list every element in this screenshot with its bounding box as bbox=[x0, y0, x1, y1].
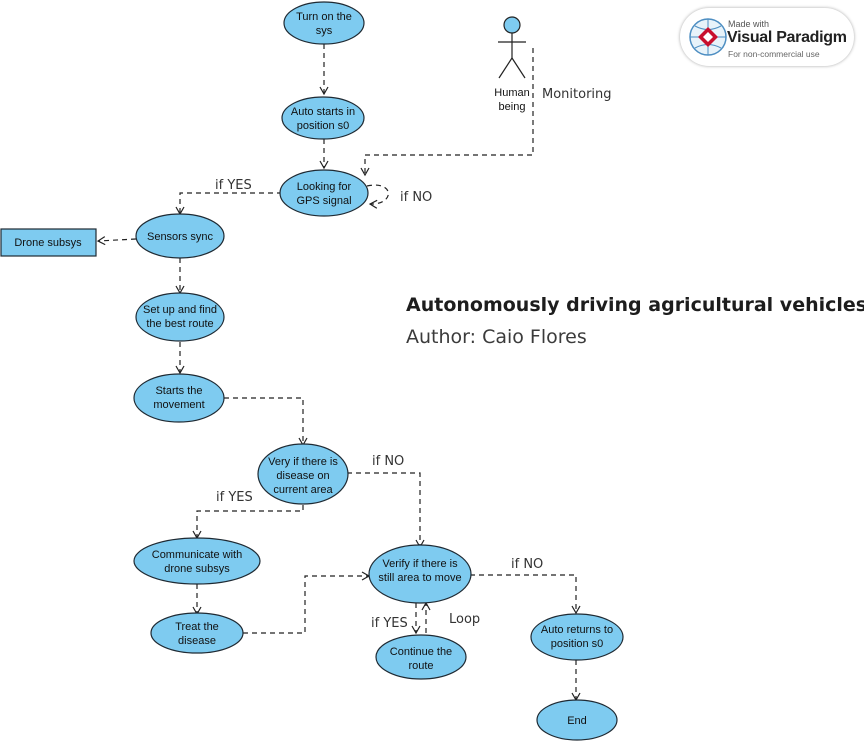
node-auto-start-line1: Auto starts in bbox=[291, 106, 355, 118]
node-end-label: End bbox=[567, 715, 587, 727]
node-disease-check-line2: disease on bbox=[276, 470, 329, 482]
label-monitoring: Monitoring bbox=[542, 87, 612, 102]
node-turn-on[interactable]: Turn on the sys bbox=[283, 1, 365, 45]
node-continue-line1: Continue the bbox=[390, 646, 452, 658]
node-return-line1: Auto returns to bbox=[541, 624, 613, 636]
edge-sensors-drone bbox=[96, 236, 137, 246]
badge-brand: Visual Paradigm bbox=[727, 29, 847, 46]
edge-area-return bbox=[470, 574, 581, 615]
node-communicate-line1: Communicate with bbox=[152, 549, 242, 561]
node-return-line2: position s0 bbox=[551, 638, 604, 650]
label-gps-yes: if YES bbox=[215, 178, 252, 193]
edge-disease-area bbox=[347, 472, 425, 549]
edge-labels: Monitoring if YES if NO if NO if YES if … bbox=[215, 87, 612, 631]
label-gps-no: if NO bbox=[400, 190, 432, 205]
node-auto-start-line2: position s0 bbox=[297, 120, 350, 132]
node-disease-check-line3: current area bbox=[273, 484, 333, 496]
node-area-check[interactable]: Verify if there is still area to move bbox=[368, 544, 472, 604]
node-continue[interactable]: Continue the route bbox=[375, 634, 467, 680]
node-communicate[interactable]: Communicate with drone subsys bbox=[133, 537, 261, 585]
node-drone-subsys-label: Drone subsys bbox=[14, 237, 82, 249]
node-sensors[interactable]: Sensors sync bbox=[135, 213, 225, 259]
node-movement-line1: Starts the bbox=[155, 385, 202, 397]
node-sensors-line1: Sensors sync bbox=[147, 231, 214, 243]
node-gps[interactable]: Looking for GPS signal bbox=[279, 169, 369, 217]
diagram-author: Author: Caio Flores bbox=[406, 326, 587, 348]
label-loop: Loop bbox=[449, 612, 480, 627]
badge-note: For non-commercial use bbox=[728, 49, 820, 59]
badge-made-with: Made with bbox=[728, 19, 770, 29]
node-drone-subsys[interactable]: Drone subsys bbox=[0, 228, 97, 257]
edge-gps-sensors bbox=[175, 192, 282, 216]
actor-head-icon bbox=[503, 16, 521, 34]
edge-disease-communicate bbox=[192, 505, 304, 540]
edges bbox=[96, 44, 581, 702]
human-actor[interactable]: Human being bbox=[494, 16, 530, 113]
label-disease-no: if NO bbox=[372, 454, 404, 469]
edge-treat-area bbox=[243, 571, 371, 634]
node-turn-on-line2: sys bbox=[316, 25, 333, 37]
node-route[interactable]: Set up and find the best route bbox=[135, 292, 225, 342]
edge-human-gps bbox=[360, 48, 534, 177]
node-return[interactable]: Auto returns to position s0 bbox=[530, 613, 624, 661]
node-area-check-line2: still area to move bbox=[378, 572, 461, 584]
node-end[interactable]: End bbox=[536, 699, 618, 741]
node-communicate-line2: drone subsys bbox=[164, 563, 230, 575]
node-gps-line2: GPS signal bbox=[296, 195, 351, 207]
label-area-yes: if YES bbox=[371, 616, 408, 631]
node-route-line2: the best route bbox=[146, 318, 213, 330]
node-area-check-line1: Verify if there is bbox=[382, 558, 458, 570]
node-movement-line2: movement bbox=[153, 399, 204, 411]
visual-paradigm-badge[interactable]: Made with Visual Paradigm For non-commer… bbox=[680, 8, 854, 66]
actor-label-line1: Human bbox=[494, 87, 529, 99]
edge-gps-self-loop bbox=[366, 184, 389, 209]
node-treat[interactable]: Treat the disease bbox=[150, 612, 244, 654]
label-area-no: if NO bbox=[511, 557, 543, 572]
node-continue-line2: route bbox=[408, 660, 433, 672]
node-route-line1: Set up and find bbox=[143, 304, 217, 316]
visual-paradigm-logo-icon bbox=[689, 18, 727, 56]
node-turn-on-line1: Turn on the bbox=[296, 11, 352, 23]
edge-movement-disease bbox=[224, 397, 308, 447]
actor-label-line2: being bbox=[499, 101, 526, 113]
node-treat-line1: Treat the bbox=[175, 621, 219, 633]
label-disease-yes: if YES bbox=[216, 490, 253, 505]
node-treat-line2: disease bbox=[178, 635, 216, 647]
node-movement[interactable]: Starts the movement bbox=[133, 373, 225, 423]
node-auto-start[interactable]: Auto starts in position s0 bbox=[281, 96, 365, 140]
node-disease-check[interactable]: Very if there is disease on current area bbox=[257, 443, 349, 505]
node-disease-check-line1: Very if there is bbox=[268, 456, 338, 468]
diagram-title: Autonomously driving agricultural vehicl… bbox=[406, 294, 864, 316]
node-gps-line1: Looking for bbox=[297, 181, 352, 193]
